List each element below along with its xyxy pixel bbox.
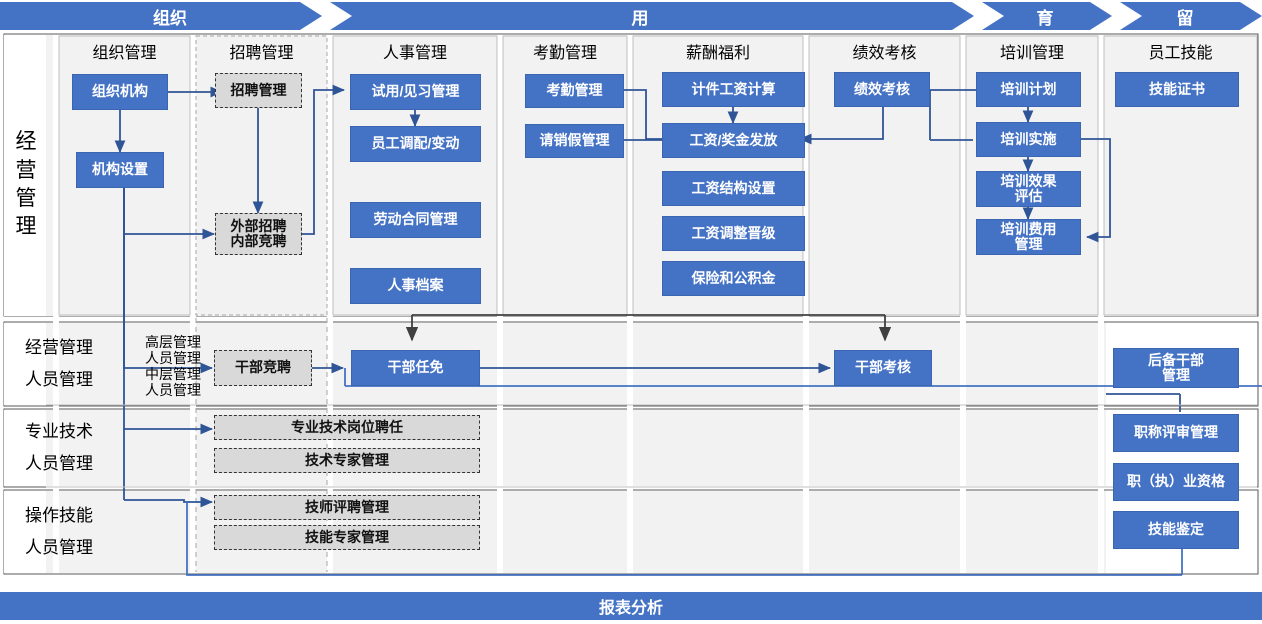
- node-pxss[interactable]: 培训实施: [976, 122, 1081, 157]
- row-label-0-line-0: 经: [15, 130, 37, 154]
- node-gzjj[interactable]: 工资/奖金发放: [662, 123, 805, 158]
- node-pxjh[interactable]: 培训计划: [976, 72, 1081, 107]
- node-jxkh[interactable]: 绩效考核: [834, 72, 930, 107]
- node-ygdp[interactable]: 员工调配/变动: [350, 126, 481, 162]
- arrow-pxss-pxfy: [1081, 138, 1111, 243]
- arrow-wbzp-syjx: [302, 84, 346, 235]
- row-label-2-line-1: 人员管理: [25, 454, 93, 473]
- node-gbjp[interactable]: 干部竞聘: [214, 350, 312, 386]
- row-label-2: 专业技术 人员管理: [4, 413, 114, 483]
- column-header-7: 员工技能: [1148, 45, 1213, 62]
- column-header-3: 考勤管理: [532, 45, 597, 62]
- connector-arrows: [114, 84, 1262, 576]
- node-pxfy[interactable]: 培训费用 管理: [976, 219, 1081, 255]
- banner-shape-0: [0, 2, 322, 30]
- node-zcps[interactable]: 职称评审管理: [1113, 414, 1239, 452]
- arrow-to-jspp: [124, 496, 214, 508]
- node-ldht[interactable]: 劳动合同管理: [350, 202, 481, 238]
- banner-label-3: 留: [1176, 8, 1194, 28]
- node-pxxg-label: 培训效果 评估: [1000, 172, 1057, 204]
- column-header-0: 组织管理: [92, 45, 157, 62]
- arrow-jxkh-gzjj: [798, 106, 884, 145]
- node-pxxg[interactable]: 培训效果 评估: [976, 171, 1081, 207]
- row-inner-lines: [46, 404, 1257, 488]
- node-qxjg[interactable]: 请销假管理: [525, 124, 624, 158]
- node-jjgz[interactable]: 计件工资计算: [662, 72, 805, 107]
- node-jspp[interactable]: 技师评聘管理: [214, 495, 480, 520]
- node-hbgb-label: 后备干部 管理: [1148, 351, 1204, 383]
- footer-report-analysis[interactable]: 报表分析: [0, 592, 1262, 620]
- node-kqgl[interactable]: 考勤管理: [525, 74, 624, 108]
- phase-banner-group: [0, 2, 1262, 30]
- row-label-3: 操作技能 人员管理: [4, 494, 114, 570]
- row-label-0-line-3: 理: [15, 215, 37, 239]
- node-jnjd[interactable]: 技能鉴定: [1113, 511, 1239, 549]
- node-bxgj[interactable]: 保险和公积金: [662, 261, 805, 296]
- node-pxfy-label: 培训费用 管理: [1000, 220, 1057, 252]
- banner-label-2: 育: [1036, 8, 1054, 28]
- banner-shape-1: [330, 2, 974, 30]
- column-header-6: 培训管理: [999, 45, 1064, 62]
- node-gztz[interactable]: 工资调整晋级: [662, 216, 805, 251]
- node-gbkh[interactable]: 干部考核: [834, 350, 932, 386]
- node-zzjg[interactable]: 组织机构: [72, 74, 168, 110]
- node-jnzs[interactable]: 技能证书: [1115, 72, 1239, 107]
- node-zyjs[interactable]: 专业技术岗位聘任: [214, 415, 480, 440]
- node-jgsz[interactable]: 机构设置: [76, 152, 164, 188]
- banner-shape-2: [982, 2, 1112, 30]
- row-label-1-line-0: 经营管理: [25, 337, 93, 357]
- node-jnzj[interactable]: 技能专家管理: [214, 525, 480, 550]
- row-label-0-line-2: 管: [15, 187, 37, 210]
- node-wbzp[interactable]: 外部招聘 内部竞聘: [215, 213, 302, 255]
- node-jszj[interactable]: 技术专家管理: [214, 448, 480, 473]
- column-header-1: 招聘管理: [229, 45, 294, 62]
- node-gbrm[interactable]: 干部任免: [351, 350, 480, 386]
- row-label-0: 经 营 管 理: [6, 95, 46, 275]
- node-rsda[interactable]: 人事档案: [350, 268, 481, 304]
- node-hbgb[interactable]: 后备干部 管理: [1113, 348, 1239, 388]
- banner-label-0: 组织: [153, 8, 187, 28]
- node-zpgl[interactable]: 招聘管理: [215, 73, 302, 108]
- node-zzyzg[interactable]: 职（执）业资格: [1113, 463, 1239, 501]
- node-gzjg[interactable]: 工资结构设置: [662, 171, 805, 206]
- column-header-5: 绩效考核: [852, 45, 917, 62]
- management-level-annotation: 高层管理 人员管理 中层管理 人员管理: [145, 334, 201, 399]
- row-label-1-line-1: 人员管理: [25, 370, 93, 389]
- node-wbzp-label: 外部招聘 内部竞聘: [230, 217, 287, 249]
- column-header-4: 薪酬福利: [685, 45, 750, 62]
- row-label-3-line-1: 人员管理: [25, 538, 93, 557]
- column-header-2: 人事管理: [382, 45, 447, 62]
- row-label-0-line-1: 营: [15, 158, 37, 182]
- banner-shape-3: [1120, 2, 1262, 30]
- row-label-2-line-0: 专业技术: [25, 421, 93, 441]
- row-label-1: 经营管理 人员管理: [4, 326, 114, 402]
- dark-connector-arrows: [405, 314, 892, 342]
- banner-label-1: 用: [631, 8, 649, 28]
- row-label-3-line-0: 操作技能: [25, 505, 93, 525]
- bottom-bus: [186, 502, 1182, 576]
- arrow-kqgl-gzjj: [624, 89, 678, 145]
- column-separators: [53, 35, 1104, 573]
- node-syjx[interactable]: 试用/见习管理: [350, 74, 481, 110]
